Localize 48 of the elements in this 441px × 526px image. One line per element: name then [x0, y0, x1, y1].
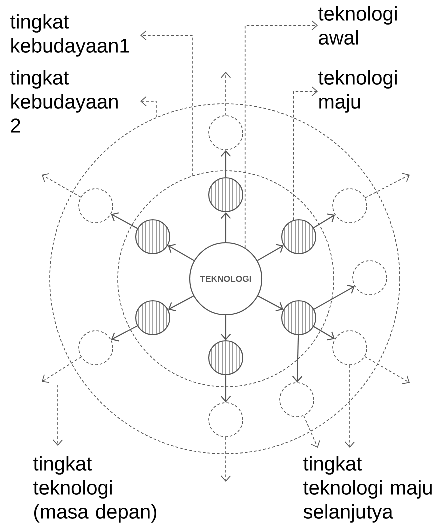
leader-arrow	[304, 416, 320, 448]
hatched-circle	[135, 300, 171, 336]
label-text: teknologi awal	[318, 6, 397, 45]
leader-arrow	[220, 437, 232, 482]
leader-arrow	[293, 86, 318, 221]
leader-arrow	[220, 72, 232, 116]
dashed-circle	[208, 402, 244, 438]
hatched-circle	[281, 219, 317, 255]
label-text: tingkat teknologi maju selanjutya	[304, 456, 432, 523]
label-text: teknologi maju	[318, 70, 397, 113]
label-text: tingkat teknologi (masa depan)	[34, 456, 156, 523]
dashed-circle	[332, 330, 368, 366]
hatched-circle	[281, 300, 317, 336]
arrow	[111, 326, 138, 342]
label-text: tingkat kebudayaan 2	[10, 70, 118, 133]
arrow	[314, 214, 336, 228]
leader-arrow	[365, 173, 410, 198]
hatched-circle	[135, 219, 171, 255]
arrow	[220, 212, 232, 242]
arrow	[220, 150, 232, 178]
arrow	[220, 316, 232, 340]
hatched-circle	[208, 340, 244, 376]
arrow	[292, 336, 303, 383]
dashed-circle	[332, 188, 368, 224]
leader-arrow	[364, 356, 410, 384]
dashed-ring	[118, 170, 334, 388]
hatched-circle	[208, 177, 244, 213]
leader-arrow	[52, 384, 64, 446]
arrow	[258, 296, 284, 312]
arrow	[257, 244, 284, 262]
arrow	[111, 212, 138, 230]
leader-arrow	[344, 365, 356, 448]
leader-arrow	[42, 356, 82, 384]
dashed-circle	[352, 260, 388, 296]
arrow	[220, 376, 232, 403]
leader-arrow	[140, 96, 157, 118]
arrow	[314, 326, 335, 341]
label-text: tingkat kebudayaan1	[10, 14, 130, 57]
arrow	[168, 296, 194, 312]
leader-arrow	[140, 30, 193, 176]
leader-arrow	[42, 174, 82, 198]
leader-arrow	[244, 20, 318, 248]
dashed-circle	[208, 116, 244, 150]
dashed-circle	[78, 188, 114, 224]
arrow	[314, 284, 355, 310]
dashed-circle	[78, 330, 114, 366]
arrow	[168, 244, 195, 262]
dashed-circle	[280, 382, 314, 418]
